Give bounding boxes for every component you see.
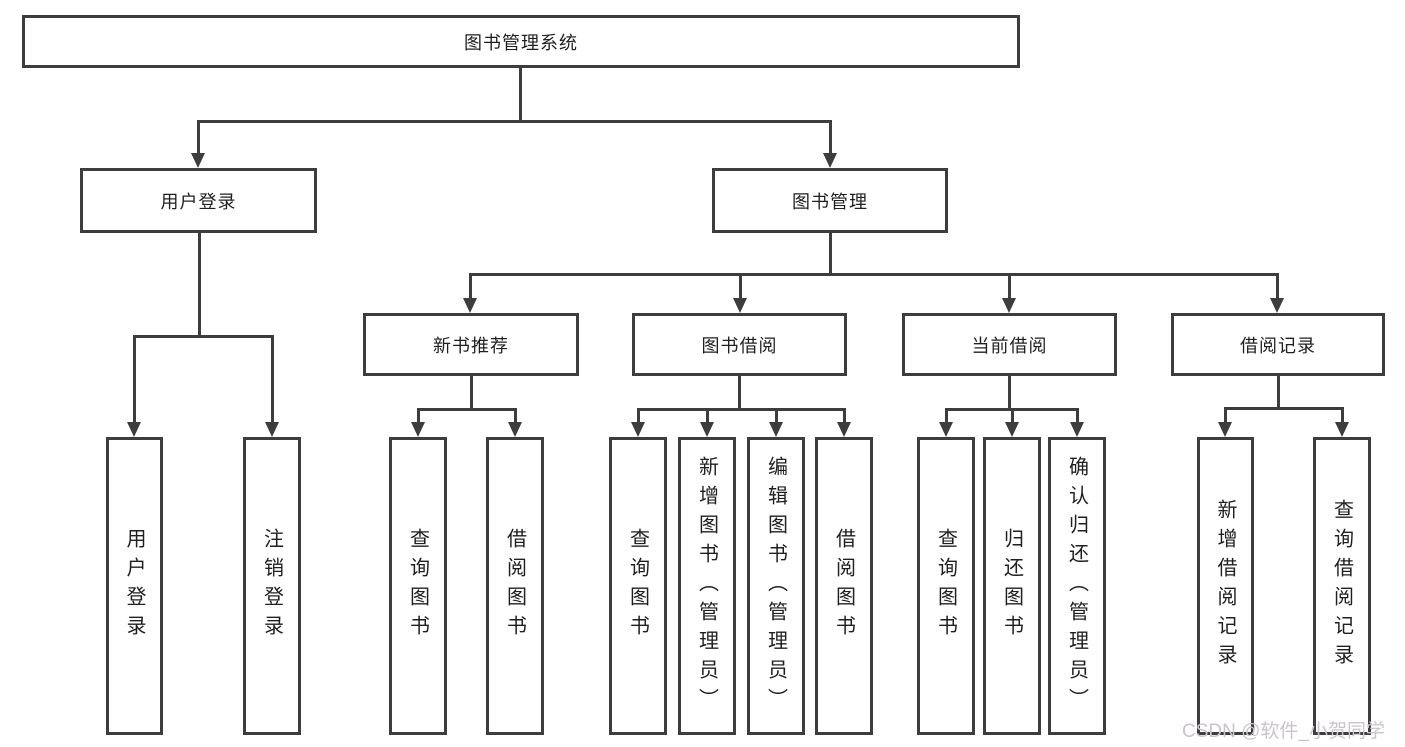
edge-current-stem — [1008, 376, 1011, 408]
edge-rec-borrow-drop — [514, 408, 517, 424]
node-current-borrow: 当前借阅 — [902, 313, 1117, 376]
edge-rec-query-drop — [417, 408, 420, 424]
node-cur-query-book: 查询图书 — [917, 437, 975, 735]
arrow-down-icon — [733, 298, 747, 313]
node-add-borrow-record: 新增借阅记录 — [1197, 437, 1254, 735]
node-query-borrow-record-label: 查询借阅记录 — [1330, 499, 1353, 673]
arrow-down-icon — [631, 422, 645, 437]
arrow-down-icon — [463, 298, 477, 313]
node-book-borrow: 图书借阅 — [632, 313, 847, 376]
node-edit-book-admin-label: 编辑图书（管理员） — [764, 455, 787, 717]
edge-cur-query-drop — [945, 408, 948, 424]
node-book-borrow-label: 图书借阅 — [701, 335, 778, 356]
arrow-down-icon — [1005, 422, 1019, 437]
node-user-login-group: 用户登录 — [80, 168, 317, 233]
node-borrow-query-book-label: 查询图书 — [626, 528, 649, 644]
edge-root-bar — [197, 120, 832, 123]
arrow-down-icon — [508, 422, 522, 437]
edge-current-drop — [1008, 273, 1011, 300]
node-borrow-record: 借阅记录 — [1171, 313, 1385, 376]
arrow-down-icon — [265, 422, 279, 437]
node-confirm-return-admin: 确认归还（管理员） — [1048, 437, 1106, 735]
node-cur-query-book-label: 查询图书 — [934, 528, 957, 644]
node-rec-borrow-book: 借阅图书 — [486, 437, 544, 735]
node-book-management-label: 图书管理 — [792, 191, 868, 212]
arrow-down-icon — [127, 422, 141, 437]
edge-user-login-drop — [133, 335, 136, 424]
edge-mgmt-bar — [470, 273, 1278, 276]
node-borrow-query-book: 查询图书 — [609, 437, 667, 735]
arrow-down-icon — [823, 153, 837, 168]
edge-login-stem — [198, 233, 201, 335]
node-borrow-book: 借阅图书 — [815, 437, 873, 735]
edge-borrow-do-drop — [843, 408, 846, 424]
node-user-login-group-label: 用户登录 — [160, 191, 237, 212]
edge-record-stem — [1277, 376, 1280, 407]
node-return-book-label: 归还图书 — [1000, 528, 1023, 644]
node-return-book: 归还图书 — [983, 437, 1041, 735]
arrow-down-icon — [1218, 422, 1232, 437]
node-edit-book-admin: 编辑图书（管理员） — [747, 437, 805, 735]
edge-cur-confirm-drop — [1076, 408, 1079, 424]
node-new-book-recommend: 新书推荐 — [363, 313, 579, 376]
edge-login-bar — [134, 335, 274, 338]
node-system: 图书管理系统 — [22, 15, 1020, 68]
edge-borrow-bar — [638, 408, 845, 411]
node-borrow-record-label: 借阅记录 — [1240, 335, 1316, 356]
edge-borrow-query-drop — [637, 408, 640, 424]
node-logout-label: 注销登录 — [260, 528, 283, 644]
node-rec-query-book-label: 查询图书 — [406, 528, 429, 644]
node-user-login-label: 用户登录 — [123, 528, 145, 644]
edge-record-drop — [1276, 273, 1279, 300]
arrow-down-icon — [1002, 298, 1016, 313]
node-rec-borrow-book-label: 借阅图书 — [503, 528, 526, 644]
node-borrow-book-label: 借阅图书 — [832, 528, 855, 644]
arrow-down-icon — [191, 153, 205, 168]
arrow-down-icon — [939, 422, 953, 437]
node-query-borrow-record: 查询借阅记录 — [1313, 437, 1371, 735]
node-logout: 注销登录 — [243, 437, 301, 735]
edge-mgmt-stem — [829, 233, 832, 273]
edge-borrow-drop — [739, 273, 742, 300]
node-add-book-admin: 新增图书（管理员） — [678, 437, 736, 735]
node-book-management: 图书管理 — [712, 168, 948, 233]
edge-login-drop — [197, 120, 200, 155]
arrow-down-icon — [837, 422, 851, 437]
node-confirm-return-admin-label: 确认归还（管理员） — [1065, 455, 1088, 717]
edge-logout-drop — [271, 335, 274, 424]
node-add-book-admin-label: 新增图书（管理员） — [695, 455, 718, 717]
edge-rec-stem — [470, 376, 473, 408]
node-user-login: 用户登录 — [106, 437, 163, 735]
csdn-watermark: CSDN @软件_小贺同学 — [1182, 721, 1385, 742]
edge-root-stem — [519, 68, 522, 120]
arrow-down-icon — [700, 422, 714, 437]
edge-mgmt-drop — [829, 120, 832, 155]
edge-record-bar — [1225, 407, 1342, 410]
arrow-down-icon — [1335, 422, 1349, 437]
node-current-borrow-label: 当前借阅 — [971, 335, 1048, 356]
edge-record-query-drop — [1341, 407, 1344, 424]
arrow-down-icon — [1270, 298, 1284, 313]
edge-rec-bar — [418, 408, 516, 411]
edge-borrow-stem — [738, 376, 741, 408]
node-add-borrow-record-label: 新增借阅记录 — [1214, 499, 1236, 673]
arrow-down-icon — [1070, 422, 1084, 437]
arrow-down-icon — [411, 422, 425, 437]
edge-cur-return-drop — [1011, 408, 1014, 424]
node-new-book-recommend-label: 新书推荐 — [433, 335, 509, 356]
edge-borrow-add-drop — [706, 408, 709, 424]
node-rec-query-book: 查询图书 — [389, 437, 447, 735]
arrow-down-icon — [769, 422, 783, 437]
edge-record-add-drop — [1224, 407, 1227, 424]
node-system-label: 图书管理系统 — [464, 32, 578, 53]
edge-borrow-edit-drop — [775, 408, 778, 424]
edge-rec-drop — [469, 273, 472, 300]
